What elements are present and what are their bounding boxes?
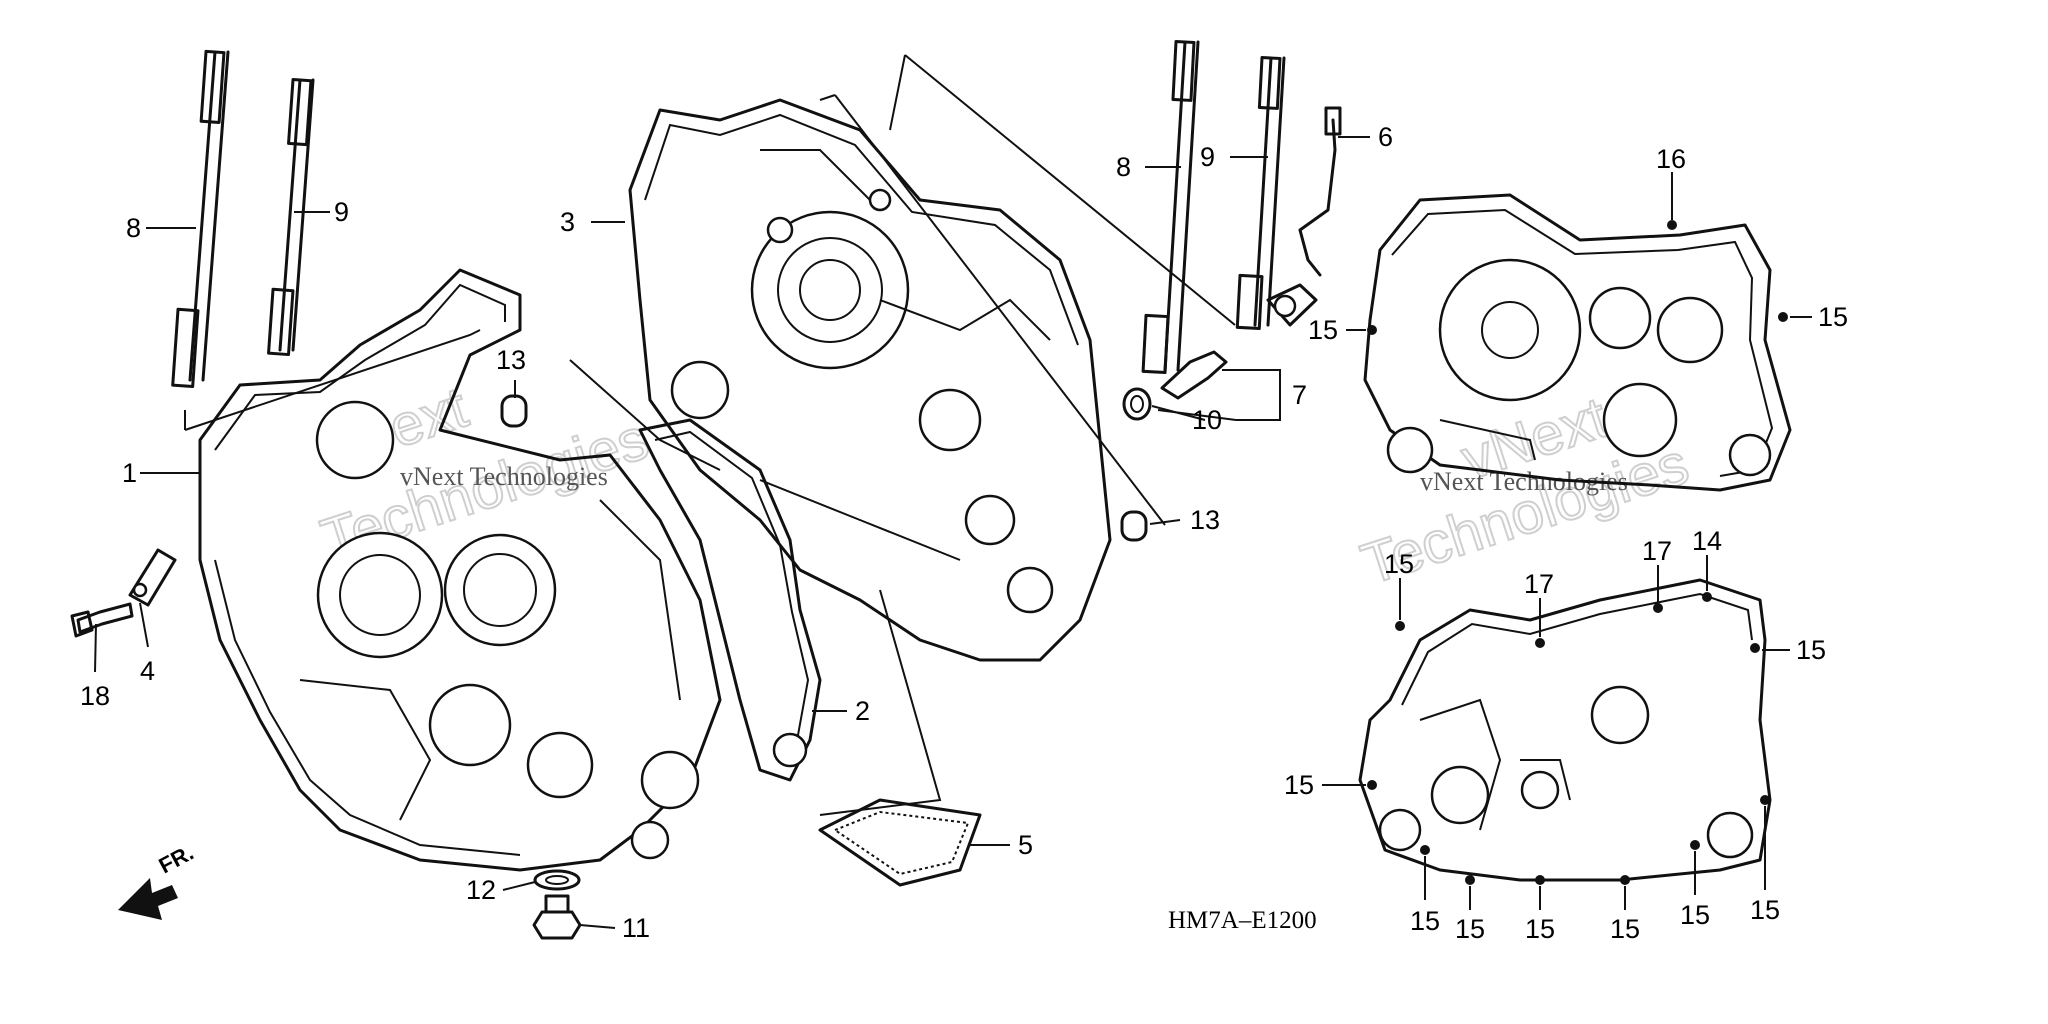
- gasket-callout-leaders: [1322, 172, 1812, 910]
- callout-2: 2: [855, 696, 870, 726]
- diagram-code: HM7A–E1200: [1168, 907, 1317, 934]
- callout-13: 13: [496, 345, 526, 375]
- callout-15: 15: [1680, 900, 1710, 930]
- stud-bolt-8-right: [1141, 40, 1200, 374]
- callout-10: 10: [1192, 405, 1222, 435]
- stud-bolt-9-left: [267, 78, 315, 357]
- flange-bolt: [70, 602, 134, 638]
- callout-4: 4: [140, 656, 155, 686]
- callout-8: 8: [126, 213, 141, 243]
- callout-7: 7: [1292, 380, 1307, 410]
- crankcase-cover-gasket-upper: [1363, 193, 1792, 492]
- right-crankcase: [628, 98, 1112, 662]
- callout-15: 15: [1610, 914, 1640, 944]
- callout-17: 17: [1524, 569, 1554, 599]
- bracket: [128, 548, 177, 607]
- callout-9: 9: [334, 197, 349, 227]
- callout-15: 15: [1384, 549, 1414, 579]
- dowel-pin-right: [1120, 510, 1148, 542]
- callout-15: 15: [1455, 914, 1485, 944]
- front-arrow-icon: FR.: [118, 840, 198, 920]
- callout-15: 15: [1308, 315, 1338, 345]
- sensor: [1160, 350, 1228, 400]
- callout-11: 11: [622, 913, 650, 943]
- neutral-switch-wire: [1266, 106, 1342, 327]
- oil-strainer-screen: [818, 798, 982, 887]
- callout-1: 1: [122, 458, 137, 488]
- callout-labels: 8 9 1 4 18 3 2 5 12 11 13 13 8 9 6 7 10 …: [80, 122, 1848, 944]
- callout-15: 15: [1525, 914, 1555, 944]
- bolt-markers: [1367, 220, 1788, 885]
- callout-13: 13: [1190, 505, 1220, 535]
- front-label: FR.: [155, 840, 198, 879]
- watermark-brand-full: vNext Technologies: [400, 462, 608, 491]
- callout-15: 15: [1284, 770, 1314, 800]
- callout-15: 15: [1750, 895, 1780, 925]
- callout-18: 18: [80, 681, 110, 711]
- callout-12: 12: [466, 875, 496, 905]
- callout-17: 17: [1642, 536, 1672, 566]
- callout-8: 8: [1116, 152, 1131, 182]
- callout-15: 15: [1796, 635, 1826, 665]
- callout-15: 15: [1410, 906, 1440, 936]
- sealing-washer: [533, 869, 581, 891]
- callout-15: 15: [1818, 302, 1848, 332]
- sensor-washer: [1122, 387, 1152, 421]
- crankcase-gasket: [638, 418, 822, 782]
- callout-leaders: [94, 136, 1370, 929]
- callout-5: 5: [1018, 830, 1033, 860]
- callout-14: 14: [1692, 526, 1722, 556]
- stud-bolt-8-left: [171, 49, 230, 389]
- callout-9: 9: [1200, 142, 1215, 172]
- crankcase-cover-gasket-lower: [1358, 578, 1772, 882]
- callout-3: 3: [560, 207, 575, 237]
- drain-bolt: [532, 894, 582, 940]
- assembly-lines: [184, 54, 1236, 816]
- callout-6: 6: [1378, 122, 1393, 152]
- callout-16: 16: [1656, 144, 1686, 174]
- dowel-pin-left: [500, 394, 528, 428]
- left-crankcase: [198, 268, 722, 872]
- stud-bolt-9-right: [1235, 56, 1286, 331]
